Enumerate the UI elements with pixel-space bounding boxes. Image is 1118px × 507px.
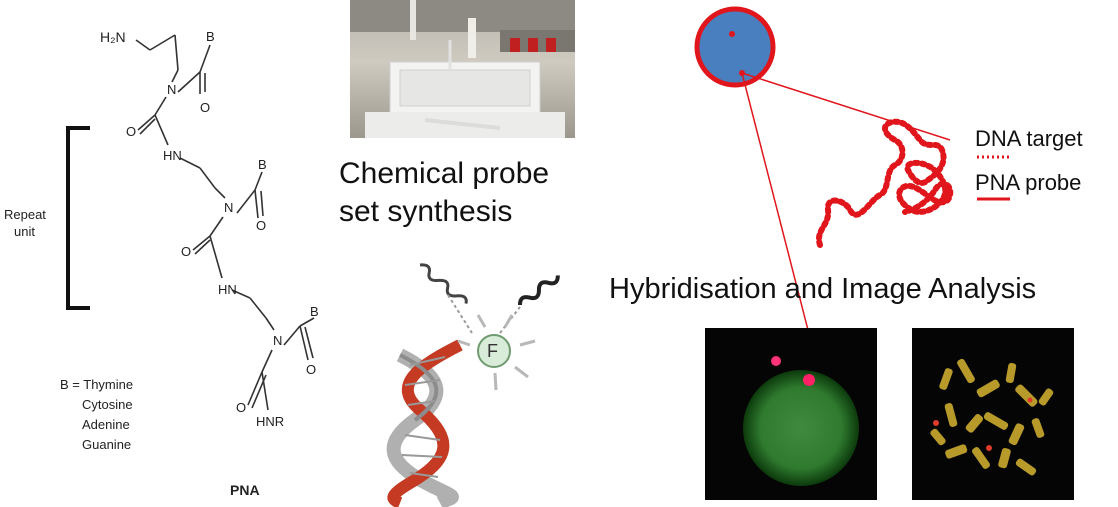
- synthesizer-photo: [350, 0, 575, 138]
- fluorophore-circle: [477, 334, 511, 368]
- base-label-3: B: [310, 304, 319, 319]
- carbonyl-o-2: O: [126, 124, 137, 139]
- carbonyl-o-1: O: [200, 100, 211, 115]
- fluorophore-rays: [457, 314, 536, 391]
- chromatin-fibre: [816, 118, 954, 248]
- nucleus-spot-1: [729, 31, 735, 37]
- pna-bond-lines: [66, 34, 315, 411]
- repeat-label-line1: Repeat: [4, 207, 46, 222]
- amine-label: H₂N: [100, 29, 126, 45]
- carbonyl-o-4: O: [181, 244, 192, 259]
- synthesizer-apparatus: [350, 0, 575, 138]
- carbonyl-o-6: O: [236, 400, 247, 415]
- nitrogen-label-1: N: [167, 82, 177, 97]
- hn-label-2: HN: [218, 282, 237, 297]
- carbonyl-o-3: O: [256, 218, 267, 233]
- base-label-1: B: [206, 29, 215, 44]
- hybridisation-caption: Hybridisation and Image Analysis: [609, 273, 1037, 305]
- legend-pna-probe: PNA probe: [975, 170, 1082, 195]
- base-legend-4: Guanine: [82, 437, 132, 452]
- interphase-nucleus-render: [743, 356, 859, 486]
- base-legend-3: Adenine: [82, 417, 130, 432]
- base-legend-2: Cytosine: [82, 397, 133, 412]
- zoom-line-lower: [741, 72, 809, 331]
- nitrogen-label-3: N: [273, 333, 283, 348]
- dna-double-helix: [386, 339, 463, 507]
- hybridisation-diagram: [694, 6, 1010, 331]
- base-legend-1: B = Thymine: [60, 377, 134, 392]
- nucleus-circle: [694, 6, 776, 88]
- synthesis-caption-line1: Chemical probe: [339, 157, 550, 190]
- excitation-wave: [419, 263, 468, 304]
- metaphase-spread-render: [930, 358, 1054, 476]
- pna-title: PNA: [230, 482, 260, 498]
- hn-label-1: HN: [163, 148, 182, 163]
- hnr-label: HNR: [256, 414, 285, 429]
- emission-wave: [517, 275, 560, 306]
- synthesis-caption-line2: set synthesis: [339, 195, 513, 228]
- metaphase-spread-image: [912, 328, 1074, 500]
- base-label-2: B: [258, 157, 267, 172]
- fluorophore-label: F: [487, 341, 498, 361]
- legend-dna-target: DNA target: [975, 126, 1083, 151]
- repeat-label-line2: unit: [14, 224, 35, 239]
- carbonyl-o-5: O: [306, 362, 317, 377]
- zoom-line-upper: [741, 72, 951, 141]
- nitrogen-label-2: N: [224, 200, 234, 215]
- labelled-dna-illustration: [386, 263, 560, 507]
- interphase-nucleus-image: [705, 328, 877, 500]
